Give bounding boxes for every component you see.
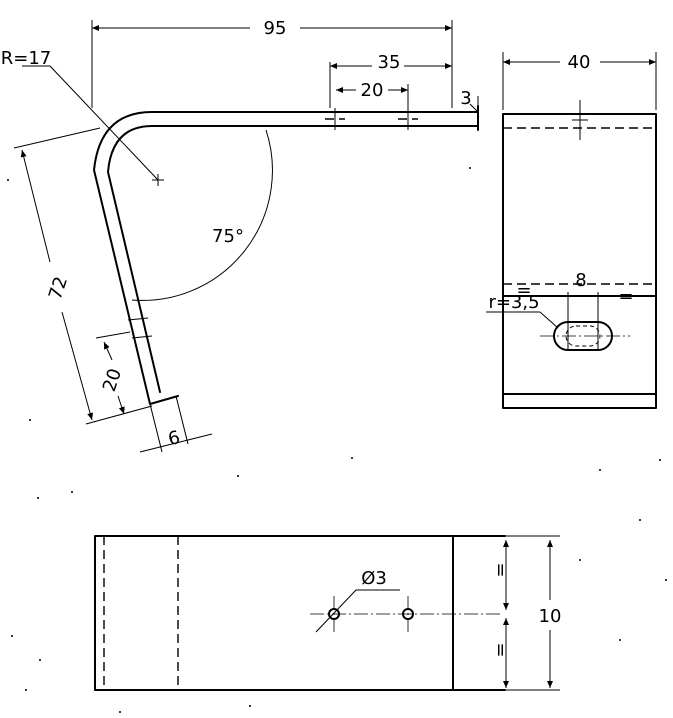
top-view: Ø3 = = 10 <box>94 535 562 691</box>
dim-bend-radius: R=17 <box>1 48 52 69</box>
dim-hole-group-offset: 35 <box>378 52 401 73</box>
side-outline <box>502 113 657 409</box>
dim-height: 10 <box>539 606 562 627</box>
front-view: 95 35 20 3 R=17 75° 72 20 <box>1 18 479 453</box>
dim-leg-length: 72 <box>45 274 72 302</box>
profile-outer-edge <box>93 111 479 405</box>
dim-width: 40 <box>568 52 591 73</box>
side-view: 40 8 = = r=3,5 <box>486 52 657 409</box>
dim-hole-diameter: Ø3 <box>361 568 387 589</box>
dim-slot-length: 8 <box>575 270 586 291</box>
profile-inner-edge <box>107 125 479 393</box>
equal-mark-right: = <box>618 286 633 307</box>
equal-mark-bottom: = <box>490 642 511 657</box>
dim-hole-spacing: 20 <box>361 80 384 101</box>
dim-tab-width: 6 <box>166 427 182 450</box>
equal-mark-left: = <box>516 280 531 301</box>
angle-arc <box>131 129 273 301</box>
dim-overall-length: 95 <box>264 18 287 39</box>
scan-noise <box>7 167 667 713</box>
dim-slot-radius: r=3,5 <box>488 292 539 313</box>
dim-bend-angle: 75° <box>212 226 244 247</box>
dim-thickness: 3 <box>460 88 471 109</box>
equal-mark-top: = <box>490 562 511 577</box>
dim-tab-length: 20 <box>99 366 126 394</box>
top-outline <box>94 535 454 691</box>
